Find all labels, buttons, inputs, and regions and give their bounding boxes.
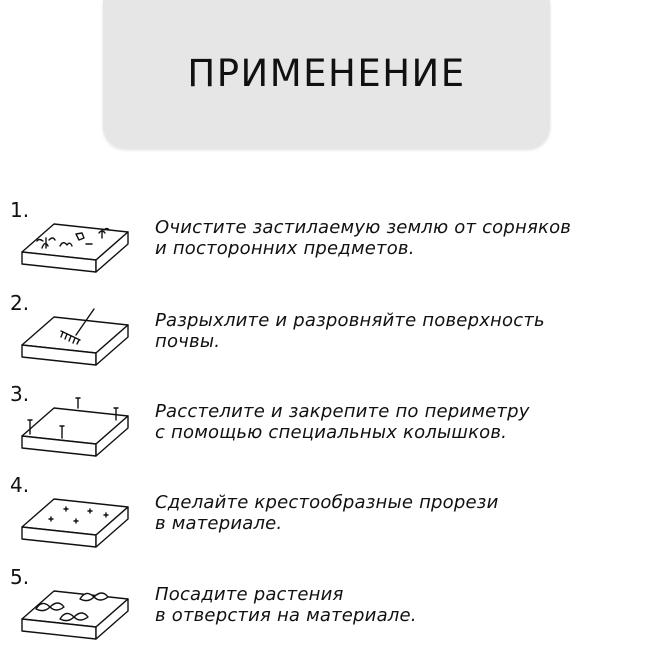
step-1: 1. Очистите застилаемую землю от сорняко…: [0, 198, 652, 290]
step-number: 5.: [10, 565, 30, 589]
pegs-icon: [21, 397, 129, 457]
step-description: Очистите застилаемую землю от сорняков и…: [155, 217, 572, 259]
step-number: 3.: [10, 382, 30, 406]
step-description: Сделайте крестообразные прорези в матери…: [155, 492, 499, 534]
step-number: 2.: [10, 291, 30, 315]
step-description: Разрыхлите и разровняйте поверхность поч…: [155, 310, 545, 352]
step-4: 4. Сделайте крестообразные прорези в мат…: [0, 473, 652, 565]
step-description: Посадите растения в отверстия на материа…: [155, 584, 417, 626]
step-number: 4.: [10, 473, 30, 497]
clear-weeds-icon: [21, 223, 129, 273]
step-2: 2. Разрыхлите и разровняйте поверхность …: [0, 291, 652, 383]
page-title: ПРИМЕНЕНИЕ: [187, 52, 466, 95]
cross-cuts-icon: [21, 498, 129, 548]
step-description: Расстелите и закрепите по периметру с по…: [155, 401, 530, 443]
step-number: 1.: [10, 198, 30, 222]
header-panel: ПРИМЕНЕНИЕ: [103, 0, 550, 148]
step-3: 3. Расстелите и закрепите по периметру с…: [0, 382, 652, 474]
seedlings-icon: [21, 590, 129, 640]
rake-icon: [21, 308, 129, 366]
step-5: 5. Посадите растения в отверстия на мате…: [0, 565, 652, 657]
